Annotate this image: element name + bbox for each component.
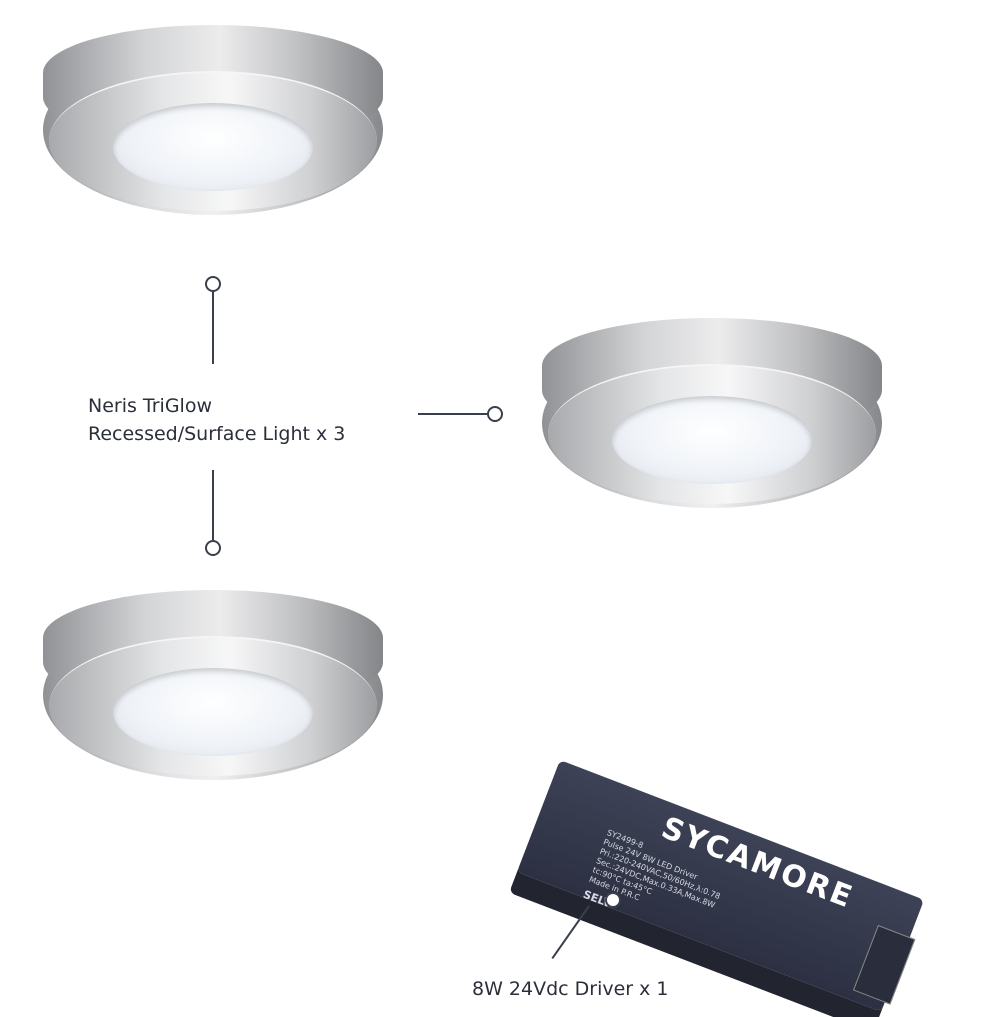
lights-label: Neris TriGlow Recessed/Surface Light x 3	[88, 392, 345, 448]
lights-label-line2: Recessed/Surface Light x 3	[88, 423, 346, 445]
lights-label-line1: Neris TriGlow	[88, 395, 213, 417]
light-top	[43, 25, 383, 215]
callout-line	[212, 470, 214, 540]
light-middle	[542, 318, 882, 508]
callout-dot	[487, 406, 503, 422]
driver-label: 8W 24Vdc Driver x 1	[472, 978, 669, 1000]
driver-terminal	[852, 924, 916, 1005]
light-bottom	[43, 590, 383, 780]
callout-line	[418, 413, 488, 415]
callout-dot	[605, 892, 621, 908]
callout-line	[212, 292, 214, 364]
callout-dot	[205, 540, 221, 556]
callout-line	[551, 905, 590, 959]
callout-dot	[205, 276, 221, 292]
